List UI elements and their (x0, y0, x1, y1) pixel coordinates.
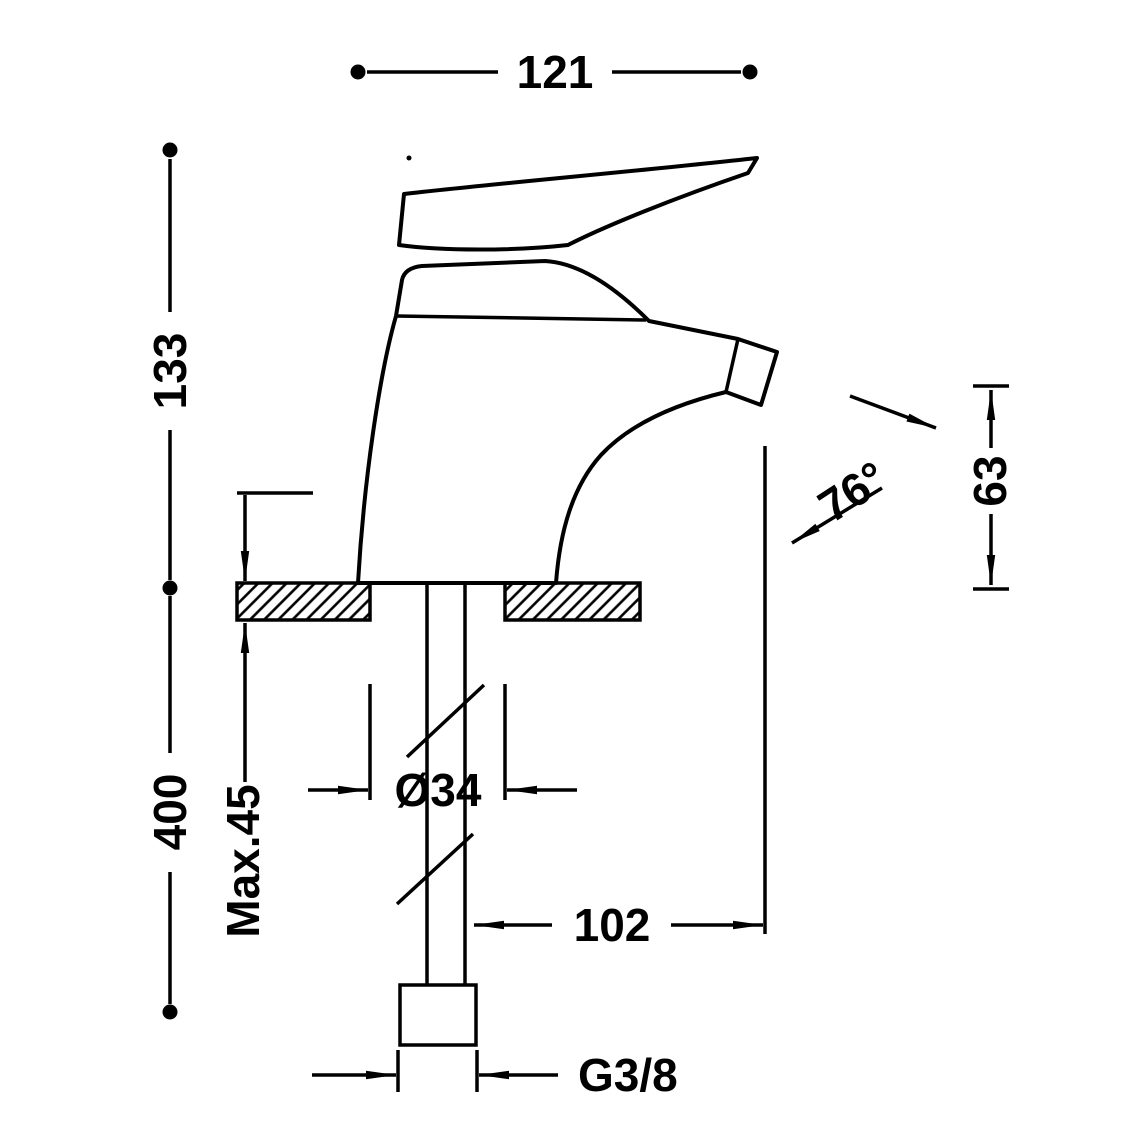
dim-label-spout-projection: 102 (574, 899, 651, 951)
connection-nut (398, 983, 478, 1047)
supply-pipe (395, 583, 486, 1047)
dim-label-connection-thread: G3/8 (578, 1049, 678, 1101)
body-head-seam (395, 314, 647, 322)
dim-total-width: 121 (350, 46, 758, 98)
dim-connection-thread: G3/8 (312, 1049, 678, 1101)
countertop-hatch-right (503, 581, 642, 622)
dim-spout-projection: 102 (474, 446, 767, 951)
dim-spout-outlet-height: 63 (964, 384, 1016, 591)
dim-endpoint-dot (162, 142, 178, 158)
dim-spout-angle: 76° (791, 394, 937, 545)
dim-label-inlet-length: 400 (144, 774, 196, 851)
pipe-break-mark (395, 832, 475, 906)
dim-endpoint-dot (742, 64, 758, 80)
faucet-body-outline (356, 259, 779, 585)
dim-left-heights: 133 400 (144, 142, 196, 1020)
dim-label-body-height: 133 (144, 333, 196, 410)
countertop-hatch-left (235, 581, 372, 622)
dim-hole-diameter: Ø34 (308, 684, 577, 816)
dim-endpoint-dot (350, 64, 366, 80)
dim-label-spout-outlet-height: 63 (964, 455, 1016, 506)
dim-endpoint-dot (162, 580, 178, 596)
pipe-break-mark (405, 683, 486, 759)
dim-label-hole-diameter: Ø34 (395, 764, 482, 816)
dim-endpoint-dot (162, 1004, 178, 1020)
dim-label-spout-angle: 76° (809, 451, 896, 532)
aerator-seam (724, 338, 740, 393)
handle-tip-mark (406, 155, 412, 161)
dim-label-max-deck-thickness: Max.45 (217, 784, 269, 937)
countertop-section (235, 581, 642, 622)
faucet-lever-handle (397, 156, 759, 252)
dim-label-total-width: 121 (517, 46, 594, 98)
faucet-body (356, 155, 779, 585)
dim-max-deck-thickness: Max.45 (217, 491, 313, 938)
